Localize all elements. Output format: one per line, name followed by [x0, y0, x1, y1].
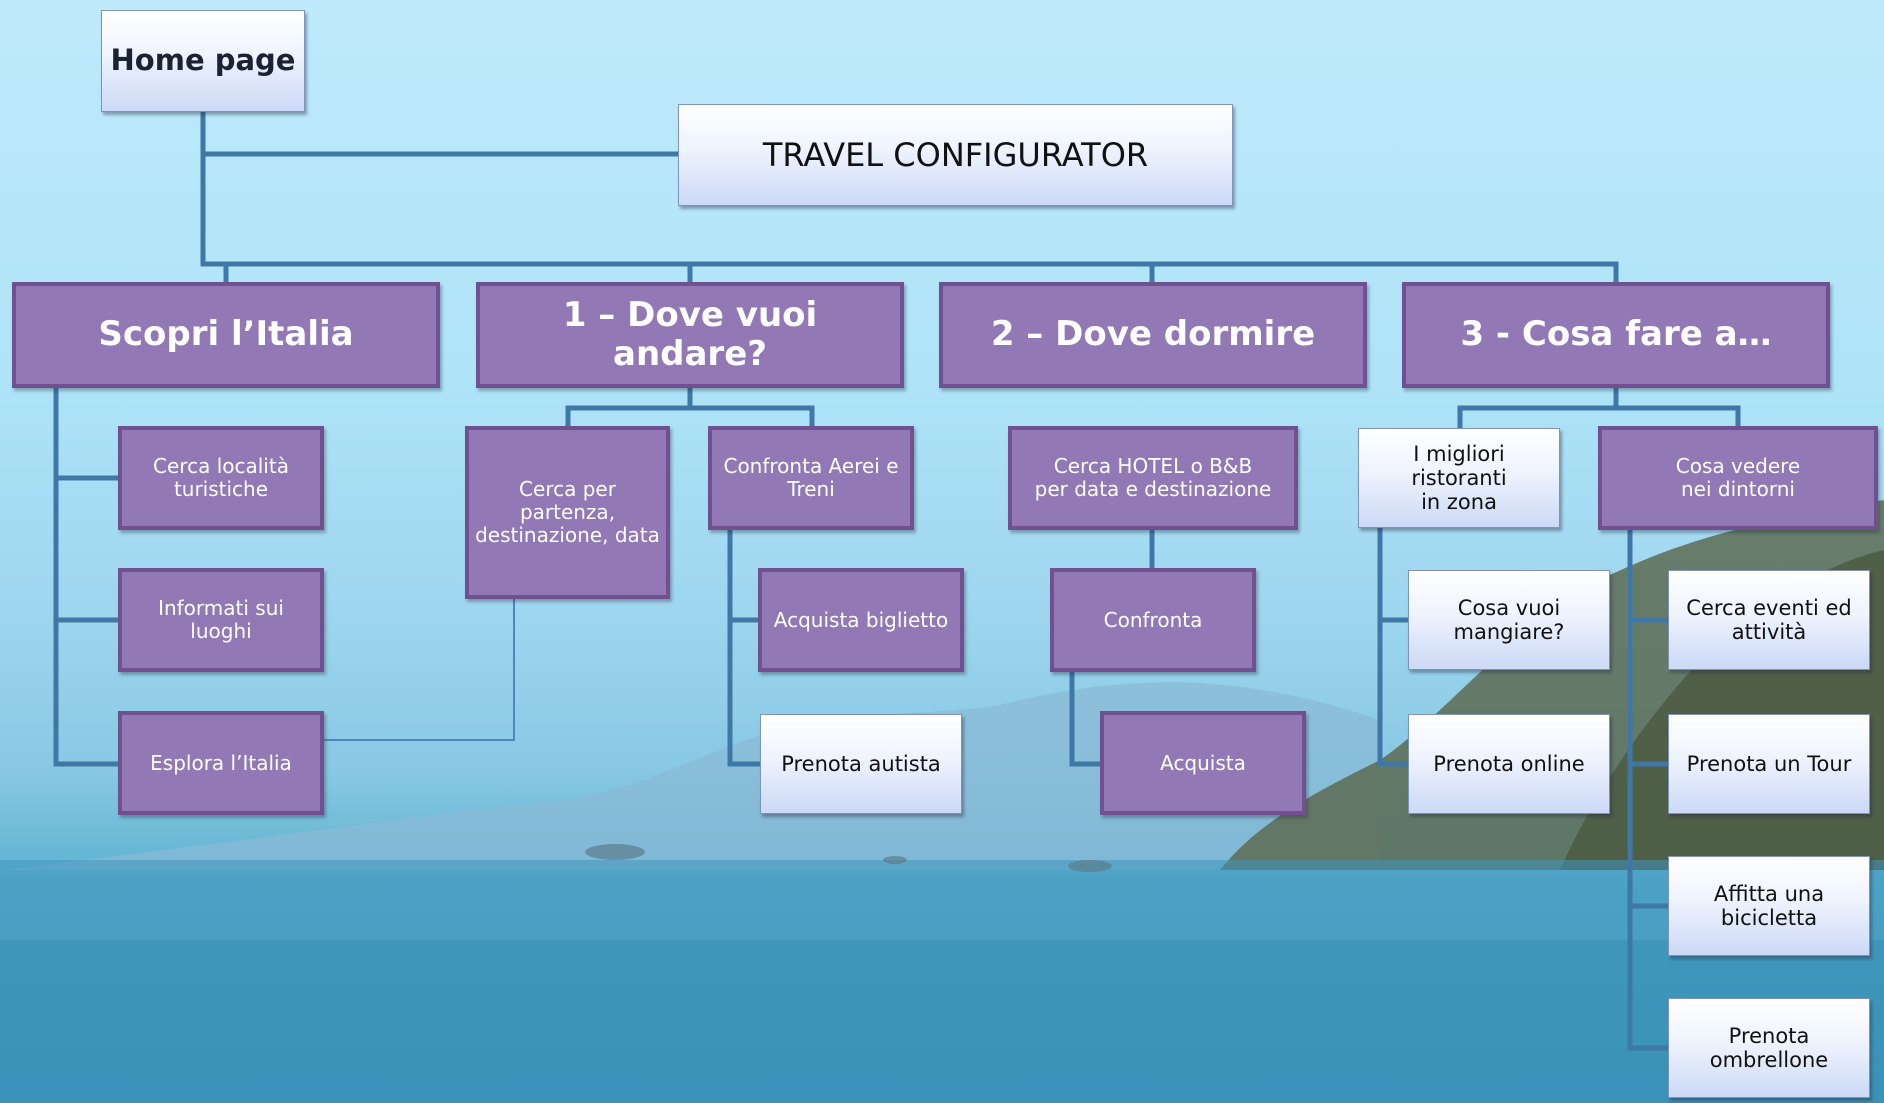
connector-section-1-sub [727, 527, 763, 767]
node-prenota-ombrellone[interactable]: Prenota ombrellone [1668, 998, 1870, 1098]
node-migliori-ristoranti[interactable]: I migliori ristoranti in zona [1358, 428, 1560, 528]
section-dove-vuoi-andare[interactable]: 1 – Dove vuoi andare? [476, 282, 904, 388]
connector-section-0 [53, 384, 121, 767]
connector-section-2 [1069, 527, 1155, 767]
connector-section-3-see [1627, 527, 1671, 1051]
node-prenota-online[interactable]: Prenota online [1408, 714, 1610, 814]
node-cerca-hotel[interactable]: Cerca HOTEL o B&B per data e destinazion… [1008, 426, 1298, 530]
node-cerca-eventi[interactable]: Cerca eventi ed attività [1668, 570, 1870, 670]
home-page-node[interactable]: Home page [101, 10, 305, 112]
node-cosa-vuoi-mangiare[interactable]: Cosa vuoi mangiare? [1408, 570, 1610, 670]
connector-section-3 [1457, 384, 1741, 431]
node-prenota-tour[interactable]: Prenota un Tour [1668, 714, 1870, 814]
node-confronta-aerei-treni[interactable]: Confronta Aerei e Treni [708, 426, 914, 530]
section-cosa-fare[interactable]: 3 - Cosa fare a… [1402, 282, 1830, 388]
node-informati-luoghi[interactable]: Informati sui luoghi [118, 568, 324, 672]
node-cerca-localita[interactable]: Cerca località turistiche [118, 426, 324, 530]
connector-drops [223, 261, 1619, 287]
node-prenota-autista[interactable]: Prenota autista [760, 714, 962, 814]
connector-section-3-food [1377, 525, 1411, 767]
section-dove-dormire[interactable]: 2 – Dove dormire [939, 282, 1367, 388]
node-acquista-biglietto[interactable]: Acquista biglietto [758, 568, 964, 672]
node-esplora-italia[interactable]: Esplora l’Italia [118, 711, 324, 815]
node-cerca-partenza[interactable]: Cerca per partenza, destinazione, data [465, 426, 670, 599]
section-scopri-italia[interactable]: Scopri l’Italia [12, 282, 440, 388]
node-confronta-hotel[interactable]: Confronta [1050, 568, 1256, 672]
node-cosa-vedere[interactable]: Cosa vedere nei dintorni [1598, 426, 1878, 530]
travel-configurator-title: TRAVEL CONFIGURATOR [678, 104, 1233, 206]
node-affitta-bicicletta[interactable]: Affitta una bicicletta [1668, 856, 1870, 956]
connector-section-1 [565, 384, 815, 429]
node-acquista-hotel[interactable]: Acquista [1100, 711, 1306, 815]
